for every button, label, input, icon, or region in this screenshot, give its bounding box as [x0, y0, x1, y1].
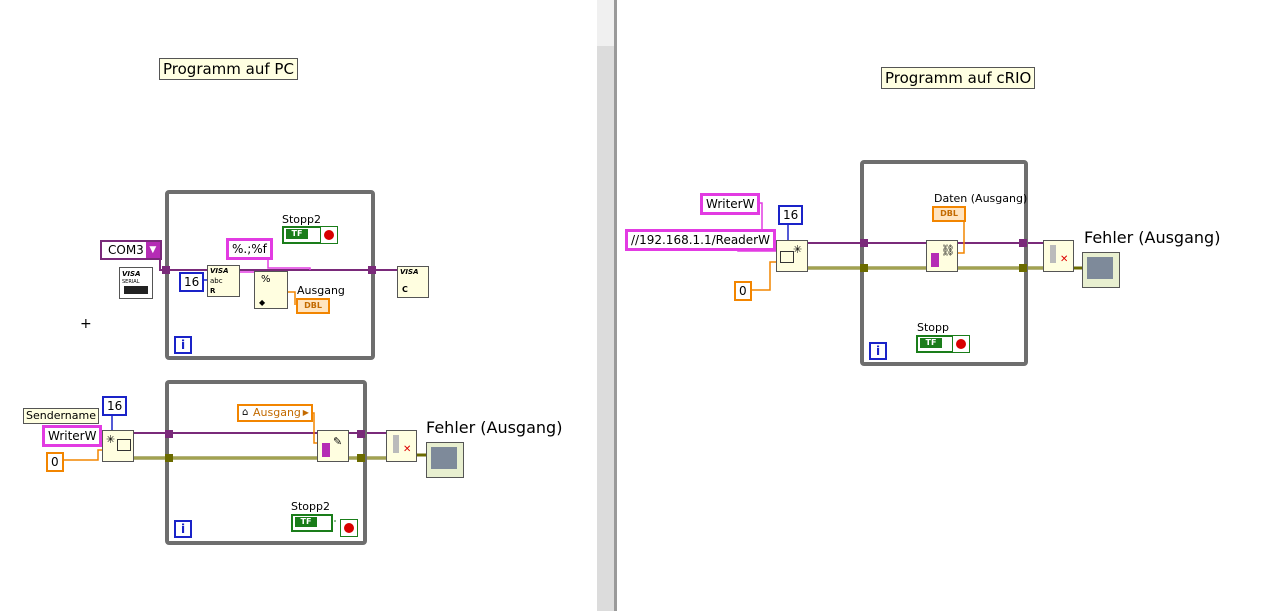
crio-writer-name-constant[interactable]: WriterW	[700, 193, 761, 215]
sendername-label: Sendername	[23, 408, 99, 424]
pc-loop2-stop2-boolean-terminal[interactable]: TF	[291, 514, 333, 532]
stop-button-icon[interactable]	[952, 335, 970, 353]
loop2-right-tunnel-ref	[357, 430, 365, 438]
pc-loop2-iteration-terminal: i	[174, 520, 192, 538]
format-string-constant[interactable]: %.;%f	[226, 238, 273, 260]
pc-while-loop-writer[interactable]	[165, 380, 367, 545]
crio-stop-boolean-terminal[interactable]: TF	[916, 335, 958, 353]
loop1-left-tunnel	[162, 266, 170, 274]
crio-destroy-endpoint-vi[interactable]: ✕	[1043, 240, 1074, 272]
visa-serial-config-vi[interactable]: VISA SERIAL	[119, 267, 153, 299]
crio-reader-url-constant[interactable]: //192.168.1.1/ReaderW	[625, 229, 776, 251]
ausgang-dbl-indicator: DBL	[296, 298, 330, 314]
crio-error-out-indicator	[1082, 252, 1120, 288]
pc-byte-count-constant[interactable]: 16	[179, 272, 205, 292]
home-icon: ⌂	[242, 407, 249, 418]
pc-program-title: Programm auf PC	[159, 58, 298, 80]
write-stream-vi[interactable]: ✎	[317, 430, 349, 462]
pc-stop2-label: Stopp2	[282, 213, 321, 226]
crio-left-tunnel-ref	[860, 239, 868, 247]
crio-loop-iteration-terminal: i	[869, 342, 887, 360]
ausgang-shared-var-constant[interactable]: ⌂ Ausgang ▶	[237, 404, 313, 422]
pc-writer-name-constant[interactable]: WriterW	[42, 425, 103, 447]
scan-from-string-vi[interactable]: % ◆	[254, 271, 288, 309]
mouse-crosshair-cursor: +	[80, 316, 92, 332]
arrow-right-icon: ▶	[302, 408, 309, 417]
pc-timeout-zero-constant[interactable]: 0	[46, 452, 64, 472]
stop-button-icon[interactable]	[340, 519, 358, 537]
tf-label: TF	[920, 338, 942, 348]
crio-error-out-label: Fehler (Ausgang)	[1084, 228, 1221, 247]
create-writer-endpoint-vi[interactable]: ✳	[102, 430, 134, 462]
tf-label: TF	[295, 517, 317, 527]
crio-stop-label: Stopp	[917, 321, 949, 334]
read-stream-vi[interactable]: ⛓	[926, 240, 958, 272]
pc-writer-buffer-size-constant[interactable]: 16	[102, 396, 128, 416]
com-port-value: COM3	[108, 243, 144, 257]
pane-splitter[interactable]	[597, 0, 617, 611]
daten-indicator-label: Daten (Ausgang)	[934, 192, 1028, 205]
crio-while-loop[interactable]	[860, 160, 1028, 366]
crio-right-tunnel-ref	[1019, 239, 1027, 247]
pc-stop2-boolean-terminal[interactable]: TF	[282, 226, 324, 244]
crio-left-tunnel-error	[860, 264, 868, 272]
visa-read-vi[interactable]: VISA abc R	[207, 265, 240, 297]
ausgang-indicator-label: Ausgang	[297, 284, 345, 297]
loop2-right-tunnel-error	[357, 454, 365, 462]
pc-loop2-stop2-label: Stopp2	[291, 500, 330, 513]
pc-while-loop-serial[interactable]	[165, 190, 375, 360]
pc-loop1-iteration-terminal: i	[174, 336, 192, 354]
loop2-left-tunnel-error	[165, 454, 173, 462]
crio-buffer-size-constant[interactable]: 16	[778, 205, 804, 225]
com-port-selector[interactable]: COM3▼	[100, 240, 162, 260]
create-reader-endpoint-vi[interactable]: ✳	[776, 240, 808, 272]
tf-label: TF	[286, 229, 308, 239]
loop1-right-tunnel	[368, 266, 376, 274]
visa-close-vi[interactable]: VISA C	[397, 266, 429, 298]
crio-right-tunnel-error	[1019, 264, 1027, 272]
daten-dbl-indicator: DBL	[932, 206, 966, 222]
crio-program-title: Programm auf cRIO	[881, 67, 1036, 89]
pc-error-out-label: Fehler (Ausgang)	[426, 418, 563, 437]
pc-destroy-endpoint-vi[interactable]: ✕	[386, 430, 417, 462]
stop-button-icon[interactable]	[320, 226, 338, 244]
pc-error-out-indicator	[426, 442, 464, 478]
ausgang-shared-var-value: Ausgang	[253, 406, 301, 419]
loop2-left-tunnel-ref	[165, 430, 173, 438]
scrollbar-thumb[interactable]	[597, 0, 614, 46]
dropdown-arrow-icon: ▼	[145, 242, 160, 258]
crio-timeout-zero-constant[interactable]: 0	[734, 281, 752, 301]
